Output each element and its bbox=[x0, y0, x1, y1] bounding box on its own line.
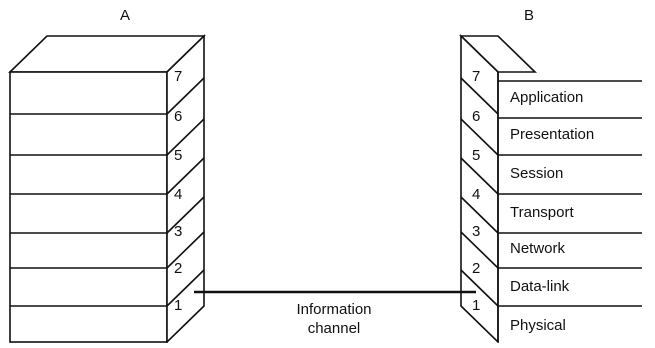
layer-name-network: Network bbox=[510, 240, 566, 257]
stack-a-layer-1-number: 1 bbox=[174, 297, 182, 314]
layer-name-presentation: Presentation bbox=[510, 126, 594, 143]
stack-b-layer-5-number: 5 bbox=[472, 147, 480, 164]
stack-a-layer-5-number: 5 bbox=[174, 147, 182, 164]
stack-a-layer-3-number: 3 bbox=[174, 223, 182, 240]
stack-b-layer-4-number: 4 bbox=[472, 186, 480, 203]
stack-b-layer-names: Application Presentation Session Transpo… bbox=[510, 89, 594, 334]
stack-b-side-layer-lines bbox=[460, 77, 499, 307]
stack-a-front-layer-lines bbox=[10, 113, 167, 307]
stack-b-layer-7-number: 7 bbox=[472, 68, 480, 85]
channel-label-line-1: Information bbox=[296, 301, 371, 318]
stack-a-layer-numbers: 7 6 5 4 3 2 1 bbox=[174, 68, 182, 314]
stack-a-side-face bbox=[166, 34, 205, 344]
stack-a-layer-4-number: 4 bbox=[174, 186, 182, 203]
stack-b-layer-3-number: 3 bbox=[472, 223, 480, 240]
stack-a-layer-7-number: 7 bbox=[174, 68, 182, 85]
stack-a-layer-6-number: 6 bbox=[174, 108, 182, 125]
layer-name-transport: Transport bbox=[510, 204, 574, 221]
channel-label-line-2: channel bbox=[308, 320, 361, 337]
stack-b: 7 6 5 4 3 2 1 Application Presentation S… bbox=[459, 7, 642, 344]
stack-b-label: B bbox=[524, 7, 534, 24]
stack-a-label: A bbox=[120, 7, 130, 24]
stack-b-name-column bbox=[497, 72, 642, 342]
layer-name-data-link: Data-link bbox=[510, 278, 570, 295]
stack-a-side-layer-lines bbox=[166, 77, 205, 307]
stack-b-layer-6-number: 6 bbox=[472, 108, 480, 125]
layer-name-application: Application bbox=[510, 89, 583, 106]
stack-b-layer-2-number: 2 bbox=[472, 260, 480, 277]
stack-a-layer-2-number: 2 bbox=[174, 260, 182, 277]
layer-name-physical: Physical bbox=[510, 317, 566, 334]
stack-b-layer-numbers: 7 6 5 4 3 2 1 bbox=[472, 68, 480, 314]
information-channel: Information channel bbox=[194, 290, 476, 337]
layer-name-session: Session bbox=[510, 165, 563, 182]
stack-a-front-face bbox=[9, 71, 168, 343]
stack-a: 7 6 5 4 3 2 1 A bbox=[8, 7, 206, 344]
stack-b-layer-1-number: 1 bbox=[472, 297, 480, 314]
